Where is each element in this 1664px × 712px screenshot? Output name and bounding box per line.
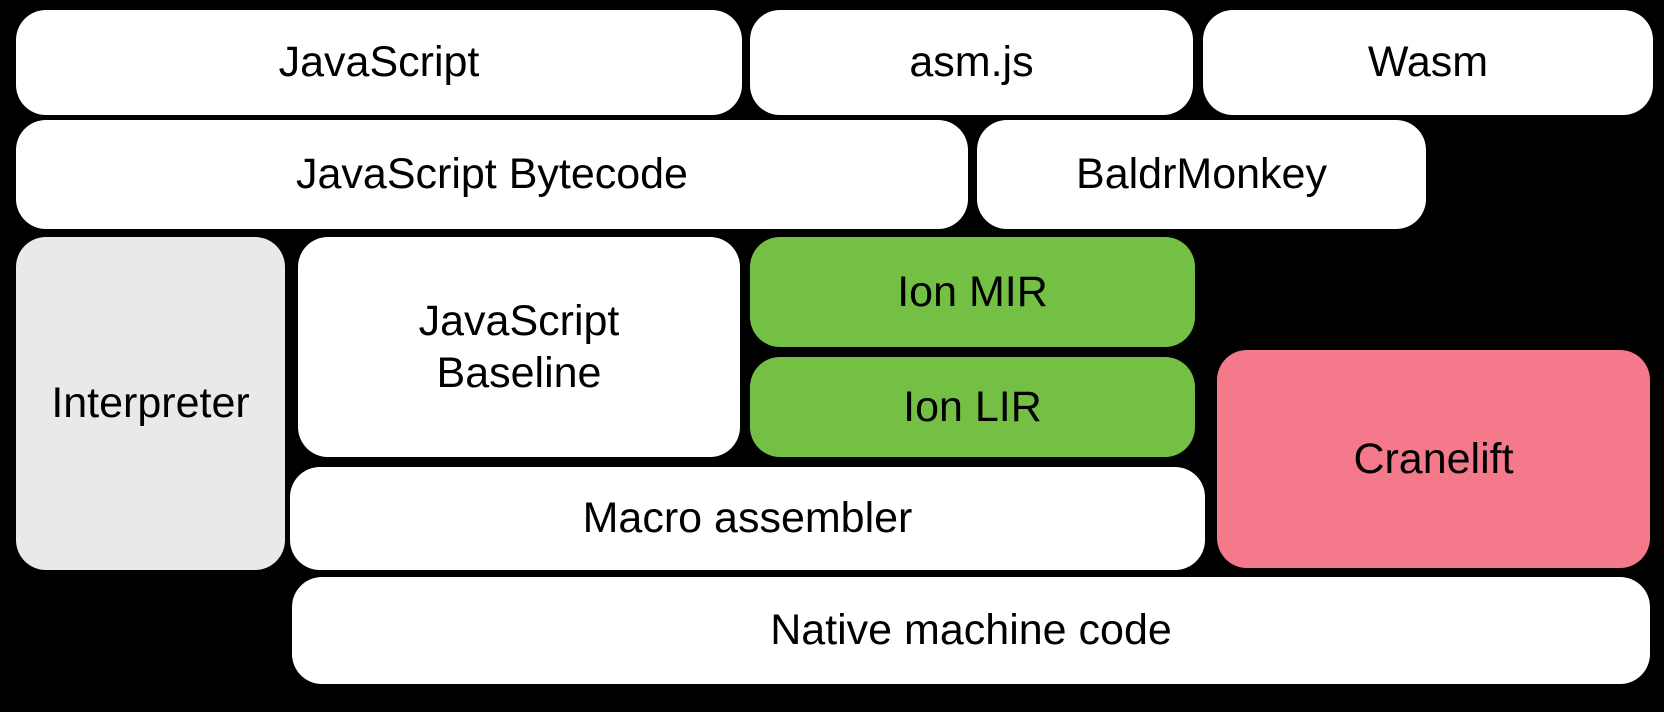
box-javascript: JavaScript xyxy=(16,10,742,115)
box-baldrmonkey: BaldrMonkey xyxy=(977,120,1426,229)
ion-lir-label: Ion LIR xyxy=(903,382,1042,431)
box-interpreter: Interpreter xyxy=(16,237,285,570)
javascript-bytecode-label: JavaScript Bytecode xyxy=(296,150,688,199)
wasm-label: Wasm xyxy=(1367,38,1489,87)
box-javascript-baseline: JavaScript Baseline xyxy=(298,237,740,457)
baldrmonkey-label: BaldrMonkey xyxy=(1076,150,1327,199)
box-asmjs: asm.js xyxy=(750,10,1193,115)
javascript-baseline-label: JavaScript Baseline xyxy=(418,296,620,397)
ion-mir-label: Ion MIR xyxy=(897,267,1048,316)
interpreter-label: Interpreter xyxy=(51,379,250,428)
cranelift-label: Cranelift xyxy=(1353,434,1514,483)
box-cranelift: Cranelift xyxy=(1217,350,1650,568)
javascript-label: JavaScript xyxy=(278,38,480,87)
macro-assembler-label: Macro assembler xyxy=(582,494,913,543)
native-machine-code-label: Native machine code xyxy=(770,606,1172,655)
box-ion-mir: Ion MIR xyxy=(750,237,1195,347)
asmjs-label: asm.js xyxy=(909,38,1034,87)
box-macro-assembler: Macro assembler xyxy=(290,467,1205,570)
box-ion-lir: Ion LIR xyxy=(750,357,1195,457)
box-javascript-bytecode: JavaScript Bytecode xyxy=(16,120,968,229)
box-wasm: Wasm xyxy=(1203,10,1653,115)
box-native-machine-code: Native machine code xyxy=(292,577,1650,684)
